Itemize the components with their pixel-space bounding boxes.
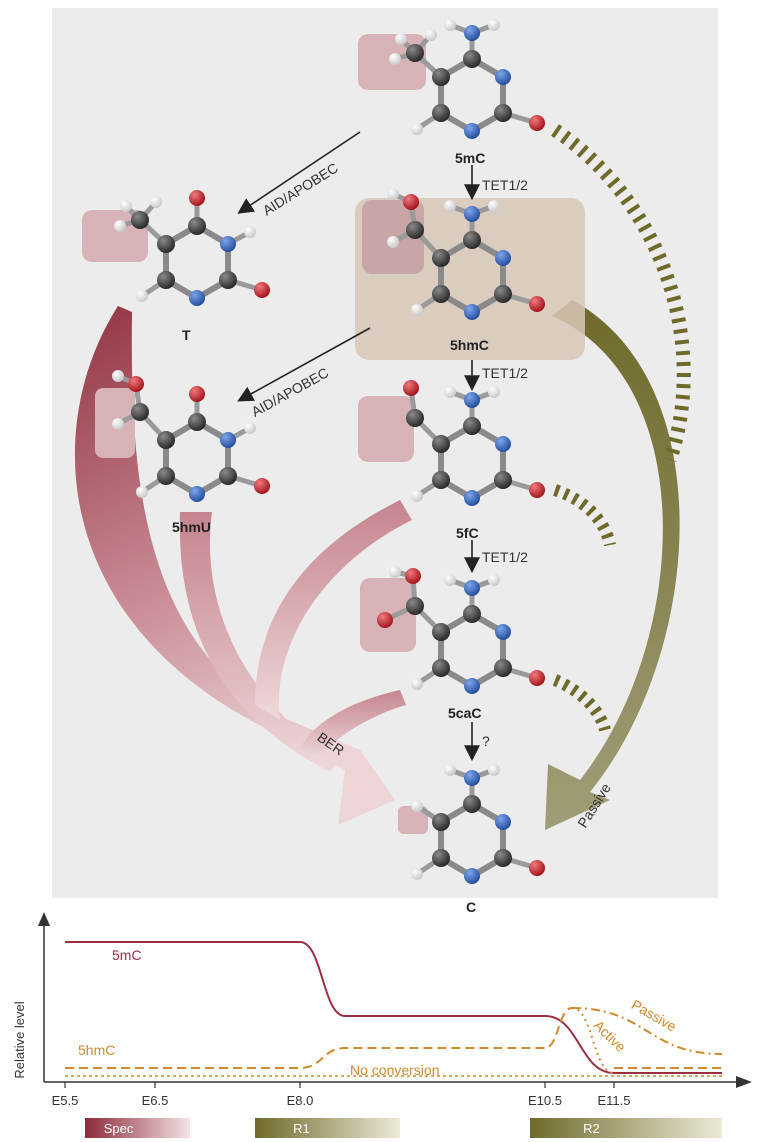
reaction-arrows: [237, 131, 480, 762]
molecule-5fC: [403, 380, 545, 506]
series-label-5mC: 5mC: [112, 947, 142, 963]
curve-active: [571, 1007, 615, 1074]
series-label-5hmC: 5hmC: [78, 1042, 115, 1058]
stage-bar-r1: [255, 1118, 400, 1138]
ber-pathway-arrows: [74, 306, 412, 825]
aid-arrow-2: [237, 327, 371, 402]
annotation-no-conversion: No conversion: [350, 1062, 440, 1078]
x-tick-label: E5.5: [52, 1093, 79, 1108]
stage-label: R2: [583, 1121, 600, 1136]
x-ticks: E5.5 E6.5 E8.0 E10.5 E11.5: [52, 1082, 631, 1108]
curve-passive: [571, 1007, 723, 1055]
molecule-5hmC: [387, 188, 545, 320]
molecules: [112, 19, 545, 884]
label-T: T: [182, 327, 191, 343]
x-tick-label: E6.5: [142, 1093, 169, 1108]
passive-pathway-arrows: [545, 124, 691, 830]
y-axis-label: Relative level: [12, 1001, 27, 1078]
label-5hmU: 5hmU: [172, 519, 211, 535]
curve-5mc: [65, 941, 615, 1074]
label-5fC: 5fC: [456, 525, 479, 541]
stage-bars: Spec R1 R2: [85, 1118, 722, 1138]
x-tick-label: E10.5: [528, 1093, 562, 1108]
annotation-passive: Passive: [629, 996, 680, 1034]
C-highlight: [398, 806, 428, 834]
label-5mC: 5mC: [455, 150, 485, 166]
label-5caC: 5caC: [448, 705, 481, 721]
molecule-5mC: [389, 19, 545, 139]
stage-bar-spec: [85, 1118, 190, 1138]
chart-curves: [65, 941, 723, 1077]
label-C: C: [466, 899, 476, 915]
molecule-5hmU: [112, 370, 270, 502]
stage-label: Spec: [104, 1121, 134, 1136]
tet-label-3: TET1/2: [482, 549, 528, 565]
molecule-C: [411, 764, 545, 884]
tet-label-2: TET1/2: [482, 365, 528, 381]
passive-dashed-arrow-5mC: [551, 124, 691, 463]
molecule-T: [114, 190, 270, 306]
stage-label: R1: [293, 1121, 310, 1136]
5fC-formyl-highlight: [358, 396, 414, 462]
unknown-step-label: ?: [482, 733, 490, 749]
curve-5hmc: [65, 1007, 573, 1069]
tet-label-1: TET1/2: [482, 177, 528, 193]
methylation-chart: Relative level E5.5 E6.5 E8.0 E10.5 E11.5 5m…: [12, 912, 752, 1138]
x-tick-label: E8.0: [287, 1093, 314, 1108]
x-tick-label: E11.5: [597, 1093, 630, 1108]
label-5hmC: 5hmC: [450, 337, 489, 353]
stage-bar-r2: [530, 1118, 722, 1138]
aid-arrow-1: [237, 131, 361, 214]
annotation-active: Active: [591, 1017, 629, 1055]
molecule-5caC: [377, 566, 545, 694]
